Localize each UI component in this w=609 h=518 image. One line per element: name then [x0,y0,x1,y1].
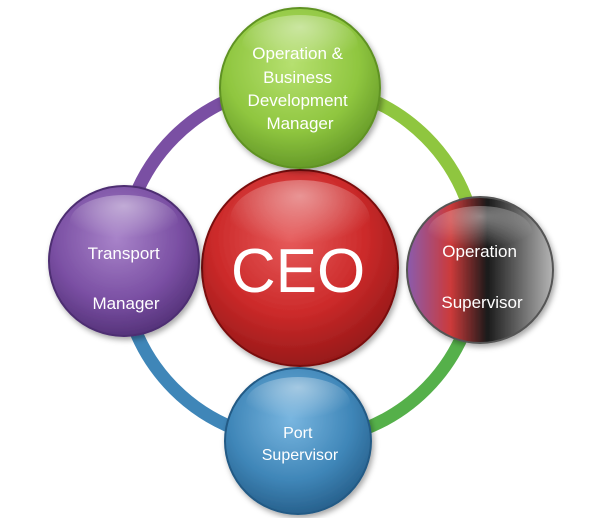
node-operation-supervisor [406,196,554,344]
node-right-line-1: Operation [442,242,517,261]
node-top-line-1: Operation & [252,44,343,63]
node-right-label: Operation Supervisor [441,242,523,312]
node-top-line-2: Business [263,68,332,87]
node-port-supervisor [224,367,372,515]
node-left-label: Transport Manager [88,244,165,313]
node-left-line-1: Transport [88,244,160,263]
node-ceo-label: CEO [231,237,365,306]
node-bottom-line-1: Port [283,425,313,442]
node-bottom-label: Port Supervisor [262,425,339,464]
node-top-line-4: Manager [266,114,333,133]
node-operation-business-development-manager [219,7,381,169]
node-top-label: Operation & Business Development Manager [248,44,353,133]
node-ceo [201,169,399,367]
node-top-line-3: Development [248,91,348,110]
node-right-line-2: Supervisor [441,293,523,312]
node-bottom-line-2: Supervisor [262,447,339,464]
node-transport-manager [48,185,200,337]
node-left-line-2: Manager [92,294,159,313]
